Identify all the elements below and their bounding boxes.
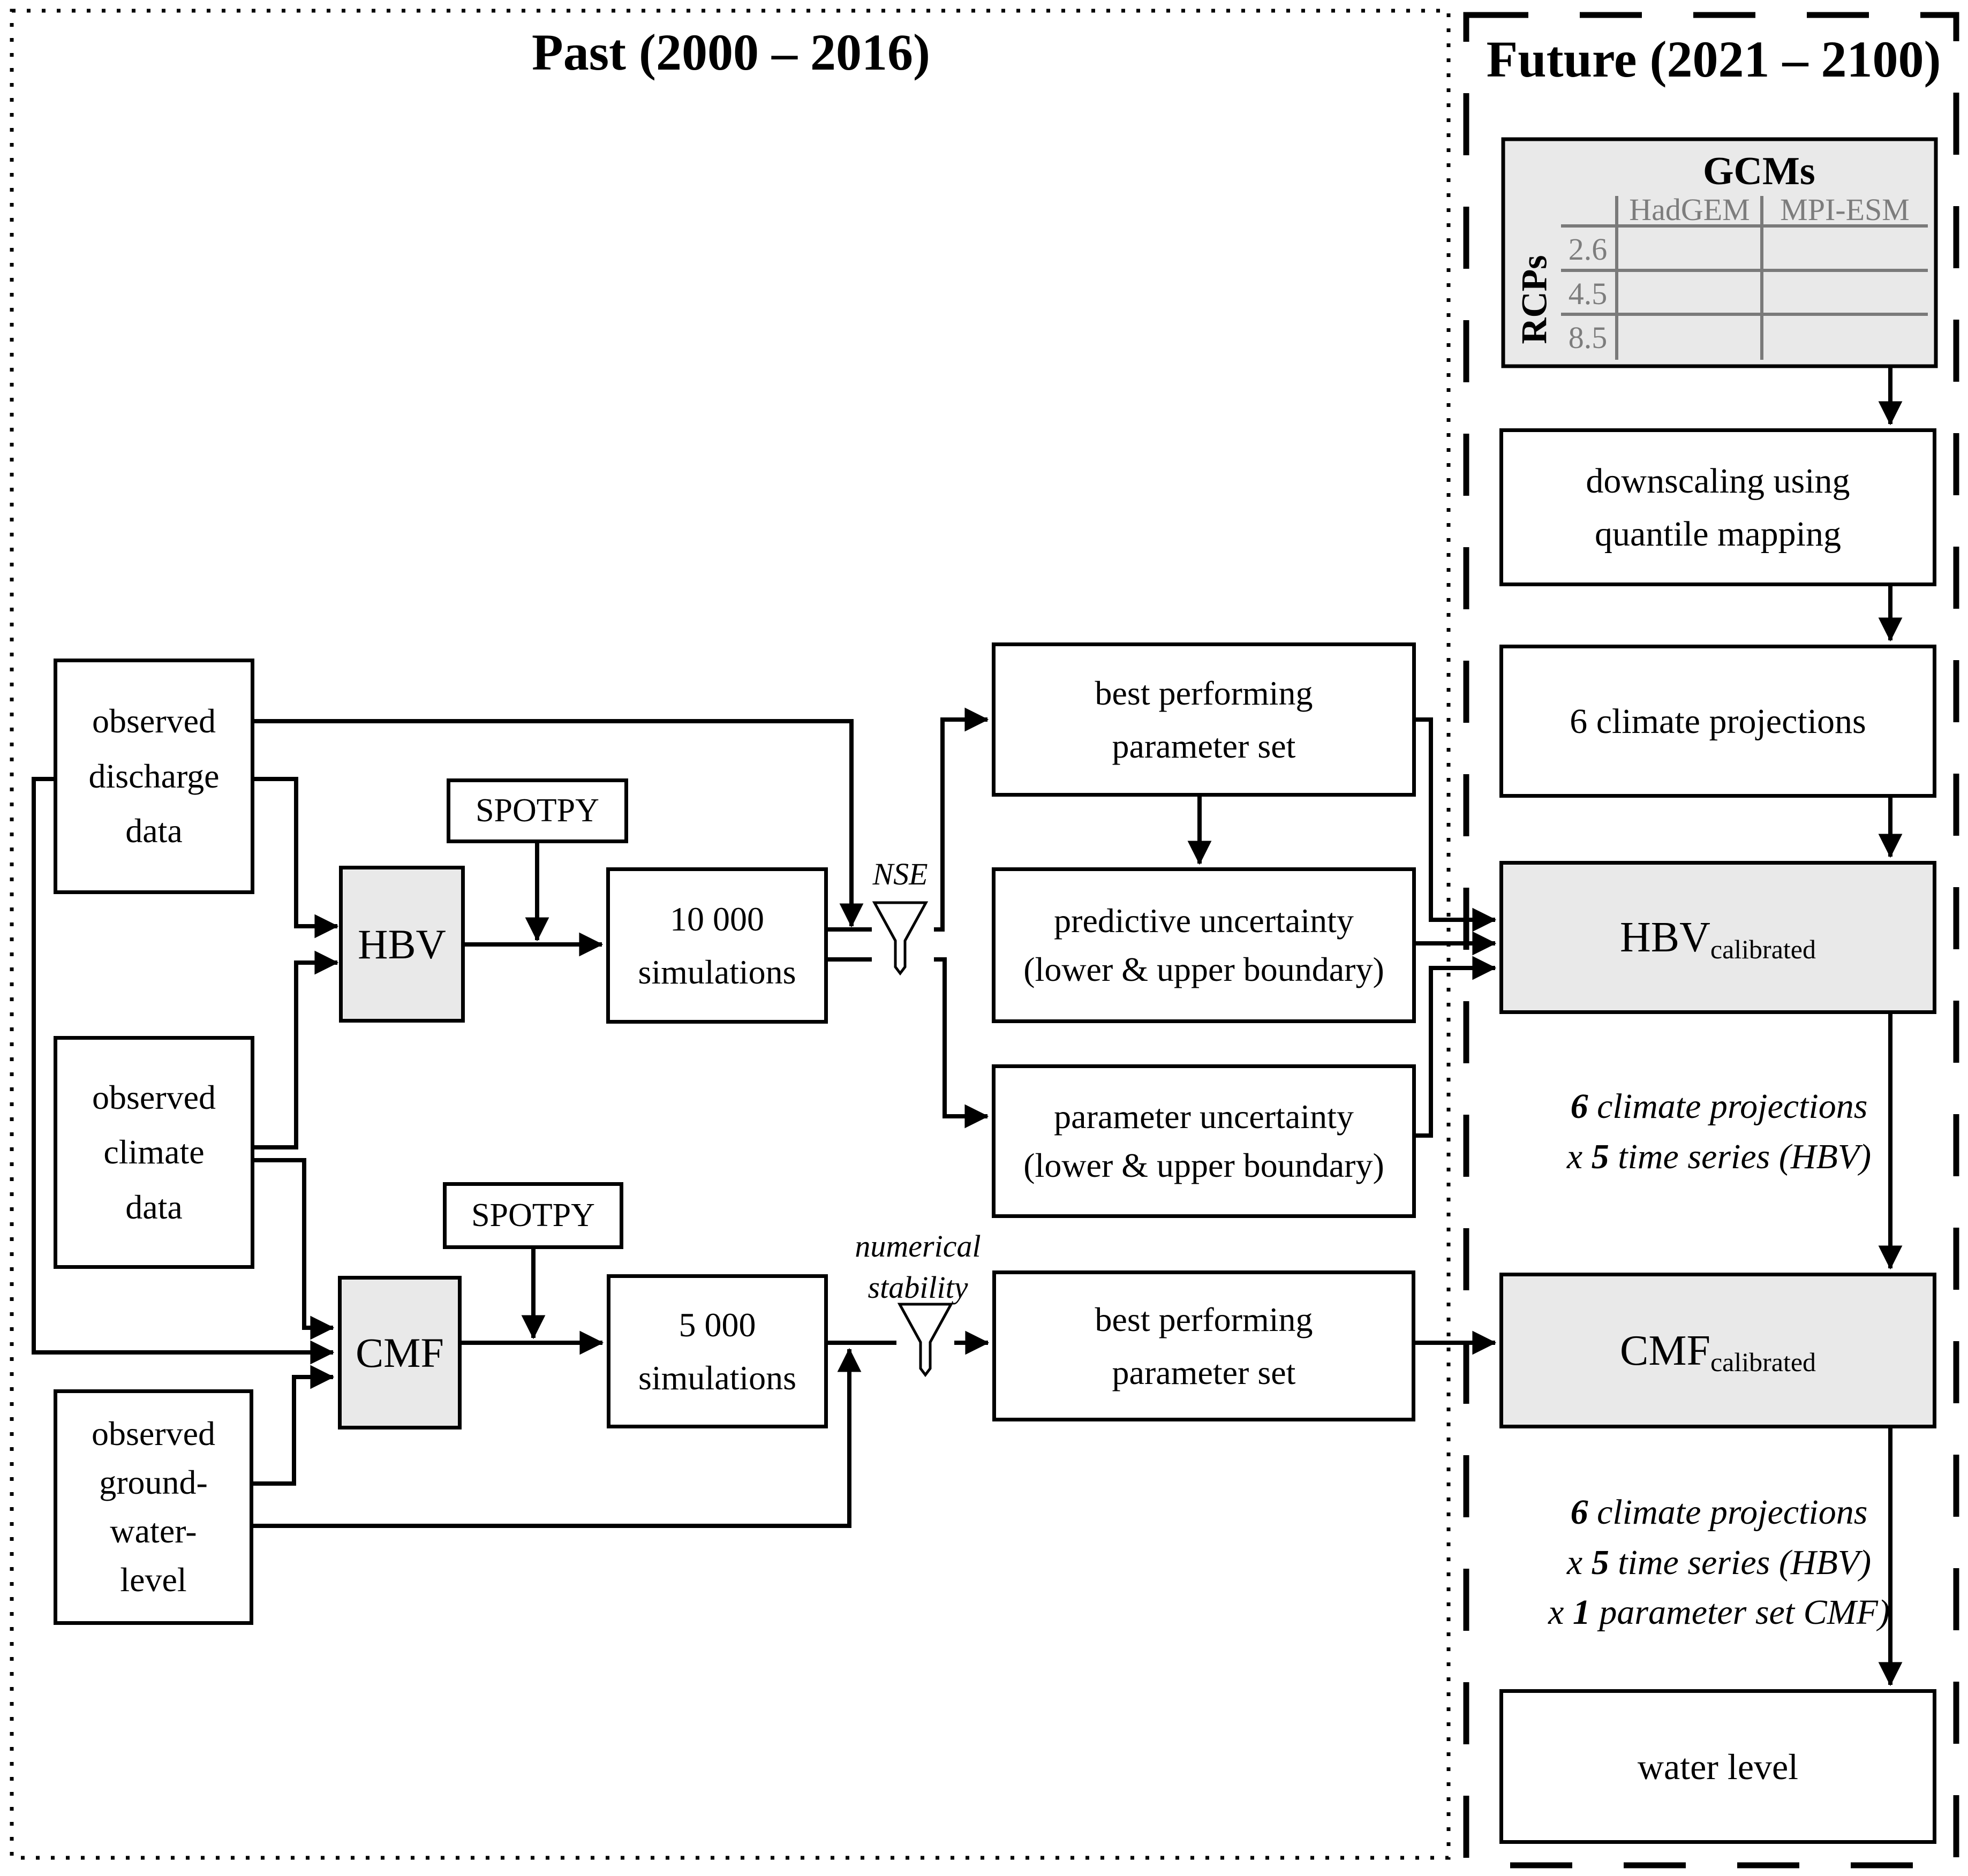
water-level-box: water level	[1499, 1689, 1936, 1844]
predictive-uncertainty-box: predictive uncertainty (lower & upper bo…	[992, 867, 1416, 1023]
box-label-subscript: calibrated	[1710, 934, 1816, 964]
note-line: x 5 time series (HBV)	[1566, 1542, 1872, 1582]
hbv-model-box: HBV	[339, 866, 465, 1023]
observed-climate-box: observed climate data	[54, 1036, 254, 1269]
nse-filter-label: NSE	[872, 857, 928, 891]
box-line: (lower & upper boundary)	[1023, 1146, 1384, 1184]
gcm-row-label-45: 4.5	[1568, 276, 1608, 311]
gcm-table-box	[1501, 137, 1938, 368]
note-line: x 1 parameter set CMF)	[1548, 1593, 1890, 1632]
arrow-groundwater-to-cmf	[253, 1365, 335, 1486]
spotpy-cmf-box: SPOTPY	[443, 1182, 623, 1249]
box-line: data	[125, 1187, 183, 1226]
box-line: observed	[92, 1078, 216, 1116]
arrow-climate-to-cmf	[254, 1158, 335, 1340]
box-line: data	[125, 812, 183, 850]
box-line: (lower & upper boundary)	[1023, 950, 1384, 988]
box-line: parameter uncertainty	[1054, 1097, 1354, 1136]
gcm-row-label-85: 8.5	[1568, 320, 1608, 355]
future-panel-title: Future (2021 – 2100)	[1486, 31, 1941, 88]
nse-funnel-group	[872, 898, 934, 979]
box-line: observed	[91, 1414, 216, 1453]
arrow-simulations-to-parameter-uncertainty	[828, 957, 989, 1129]
box-line: best performing	[1095, 1300, 1313, 1338]
note-line: 6 climate projections	[1570, 1493, 1868, 1532]
box-line: simulations	[638, 1359, 797, 1397]
box-label: 6 climate projections	[1570, 701, 1866, 741]
climate-projections-box: 6 climate projections	[1499, 645, 1936, 798]
box-line: best performing	[1095, 674, 1313, 712]
past-panel-title: Past (2000 – 2016)	[532, 24, 930, 81]
arrow-discharge-to-hbv	[254, 777, 339, 939]
box-label-subscript: calibrated	[1710, 1347, 1816, 1377]
arrow-discharge-to-nse-junction	[254, 719, 864, 928]
box-label: HBV	[358, 921, 446, 967]
arrow-parameter-to-hbv-calibrated	[1416, 956, 1497, 1138]
box-line: 10 000	[670, 899, 764, 938]
stability-funnel-group	[896, 1300, 954, 1378]
hbv-projections-note: 6 climate projections x 5 time series (H…	[1478, 1081, 1960, 1182]
box-label: SPOTPY	[471, 1197, 595, 1234]
box-line: downscaling using	[1586, 461, 1850, 501]
best-param-hbv-box: best performing parameter set	[992, 642, 1416, 797]
box-label: HBV	[1619, 914, 1710, 961]
gcm-row-axis-label: RCPs	[1513, 255, 1555, 344]
gcm-row-label-26: 2.6	[1568, 232, 1608, 267]
label-line: numerical	[855, 1229, 981, 1264]
box-line: climate	[103, 1133, 205, 1171]
gcm-table-graphic	[1501, 137, 1938, 368]
box-label: SPOTPY	[476, 792, 599, 829]
box-line: ground-	[99, 1463, 208, 1502]
future-panel-border	[1463, 12, 1959, 1869]
observed-discharge-box: observed discharge data	[54, 659, 254, 894]
gcm-col-header-hadgem: HadGEM	[1629, 192, 1750, 227]
arrow-groundwater-to-stability-junction	[253, 1348, 862, 1528]
observed-groundwater-box: observed ground- water- level	[54, 1389, 253, 1625]
gcm-col-header-mpiesm: MPI-ESM	[1780, 192, 1910, 227]
spotpy-hbv-box: SPOTPY	[447, 778, 628, 843]
note-line: x 5 time series (HBV)	[1566, 1137, 1872, 1176]
box-label: CMF	[356, 1329, 444, 1376]
note-line: 6 climate projections	[1570, 1087, 1868, 1126]
label-line: stability	[868, 1269, 968, 1305]
box-line: simulations	[638, 953, 796, 991]
box-line: predictive uncertainty	[1054, 901, 1354, 940]
box-line: level	[120, 1560, 187, 1599]
box-line: water-	[110, 1512, 197, 1550]
simulations-10000-box: 10 000 simulations	[606, 867, 828, 1024]
gcm-table-title: GCMs	[1703, 149, 1815, 193]
box-line: quantile mapping	[1594, 514, 1842, 554]
cmf-projections-note: 6 climate projections x 5 time series (H…	[1478, 1487, 1960, 1638]
arrow-climate-to-hbv	[254, 950, 339, 1149]
arrow-best-param-to-hbv-calibrated	[1416, 717, 1497, 932]
downscaling-box: downscaling using quantile mapping	[1499, 428, 1936, 586]
parameter-uncertainty-box: parameter uncertainty (lower & upper bou…	[992, 1064, 1416, 1218]
box-line: parameter set	[1112, 1353, 1296, 1391]
box-line: parameter set	[1112, 727, 1296, 765]
box-label: water level	[1637, 1746, 1799, 1787]
simulations-5000-box: 5 000 simulations	[607, 1274, 828, 1428]
cmf-model-box: CMF	[338, 1276, 462, 1429]
numerical-stability-label: numerical stability	[838, 1226, 998, 1308]
box-label: CMF	[1619, 1327, 1710, 1374]
best-param-cmf-box: best performing parameter set	[992, 1270, 1415, 1421]
arrow-discharge-to-cmf	[32, 777, 335, 1365]
box-line: observed	[92, 702, 216, 740]
box-line: discharge	[88, 757, 220, 795]
box-line: 5 000	[678, 1305, 756, 1344]
nse-funnel-icon	[872, 901, 929, 976]
stability-funnel-icon	[897, 1303, 954, 1378]
